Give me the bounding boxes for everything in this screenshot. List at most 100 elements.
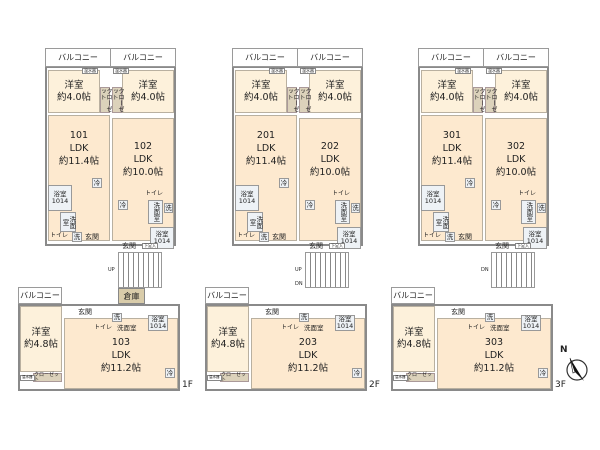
closet: クローゼット (484, 87, 497, 113)
western-room: 洋室約4.0帖 (421, 70, 473, 113)
bath-size: 1014 (149, 322, 167, 330)
washroom: 洗面室 (117, 324, 137, 332)
entrance: 玄関 (265, 308, 279, 316)
unit-number: 103 (111, 337, 131, 349)
bath-size: 1014 (526, 237, 544, 245)
water-heater-label: 温水器 (20, 375, 35, 381)
ldk-label: LDK (442, 142, 462, 154)
bath-label: 浴室 (155, 230, 169, 239)
room-size: 約4.8帖 (396, 339, 432, 350)
room-label: 洋室 (138, 79, 158, 91)
room-label: 洋室 (404, 327, 424, 339)
western-room: 洋室約4.0帖 (495, 70, 547, 113)
closet: クローゼット (99, 87, 112, 113)
balcony: バルコニー (297, 48, 363, 67)
western-room: 洋室約4.0帖 (235, 70, 287, 113)
balcony: バルコニー (483, 48, 549, 67)
fridge-spot: 冷 (92, 178, 102, 188)
room-label: 洋室 (64, 79, 84, 91)
washer-spot: 洗 (485, 313, 495, 322)
bath-size: 1014 (340, 237, 358, 245)
ldk-label: LDK (133, 153, 153, 165)
washroom: 洗面室 (490, 324, 510, 332)
stairs (118, 252, 162, 288)
entrance: 玄関 (272, 233, 286, 241)
unit-number: 102 (133, 141, 153, 152)
washer-spot: 洗 (351, 203, 360, 213)
ldk-label: LDK (256, 142, 276, 154)
ldk-size: 約11.2帖 (287, 362, 329, 374)
toilet-label: トイレ (50, 232, 69, 239)
washroom: 洗面室 (335, 200, 350, 224)
entrance: 玄関 (451, 308, 465, 316)
bath-label: 浴室 (151, 315, 165, 324)
room-label: 洋室 (325, 79, 345, 91)
room-size: 約4.0帖 (130, 91, 166, 103)
ldk-label: LDK (506, 153, 526, 165)
toilet-label: トイレ (281, 324, 300, 331)
bath-size: 1014 (336, 322, 354, 330)
water-heater-label: 温水器 (82, 68, 98, 74)
balcony: バルコニー (45, 48, 111, 67)
compass: N (558, 345, 592, 385)
water-heater-label: 温水器 (455, 68, 471, 74)
balcony: バルコニー (18, 287, 62, 304)
room-size: 約4.8帖 (210, 339, 246, 350)
floor-label: 2F (369, 380, 380, 390)
washer-spot: 洗 (164, 203, 173, 213)
room-label: 洋室 (31, 327, 51, 339)
washer-spot: 洗 (112, 313, 122, 322)
washroom: 洗面室 (304, 324, 324, 332)
closet-bar: クローゼット (406, 372, 435, 382)
western-room: 洋室約4.0帖 (122, 70, 174, 113)
room-size: 約4.0帖 (56, 91, 92, 103)
washroom: 洗面室 (247, 212, 263, 232)
bath-label: 浴室 (53, 190, 67, 199)
water-heater-label: 温水器 (207, 375, 222, 381)
stair-label-dn: DN (295, 281, 303, 287)
unit-number: 101 (69, 130, 89, 141)
storage-room: 倉庫 (118, 288, 145, 304)
toilet-label: トイレ (237, 232, 256, 239)
washroom: 洗面室 (521, 200, 536, 224)
balcony: バルコニー (205, 287, 249, 304)
stairs (491, 252, 535, 288)
stairs (305, 252, 349, 288)
washer-spot: 洗 (259, 232, 269, 242)
water-heater-label: 温水器 (486, 68, 502, 74)
stair-label-up: UP (295, 267, 302, 273)
unit-number: 201 (256, 130, 276, 141)
entrance: 玄関 (78, 308, 92, 316)
toilet-label: トイレ (467, 324, 486, 331)
bath-label: 浴室 (426, 190, 440, 199)
floor-label: 1F (182, 380, 193, 390)
ldk-label: LDK (298, 350, 318, 362)
bath-label: 浴室 (342, 230, 356, 239)
ldk-size: 約11.2帖 (473, 362, 515, 374)
room-label: 洋室 (251, 79, 271, 91)
shoe-box: 下足入 (329, 243, 345, 249)
ldk-label: LDK (111, 350, 131, 362)
western-room: 洋室約4.0帖 (309, 70, 361, 113)
stair-label-up: UP (108, 267, 115, 273)
ldk-size: 約10.0帖 (122, 166, 164, 178)
room-size: 約4.0帖 (243, 91, 279, 103)
unit-number: 202 (320, 141, 340, 152)
fridge-spot: 冷 (352, 368, 362, 378)
ldk-label: LDK (69, 142, 89, 154)
bath-size: 1014 (153, 237, 171, 245)
closet: クローゼット (298, 87, 311, 113)
toilet-label: トイレ (423, 232, 442, 239)
washer-spot: 洗 (299, 313, 309, 322)
bath-label: 浴室 (338, 315, 352, 324)
shoe-box: 下足入 (515, 243, 531, 249)
fridge-spot: 冷 (491, 200, 501, 210)
entrance: 玄関 (85, 233, 99, 241)
floor-plan-3f: バルコニーバルコニー温水器温水器洋室約4.0帖クローゼットクローゼット洋室約4.… (373, 0, 573, 400)
